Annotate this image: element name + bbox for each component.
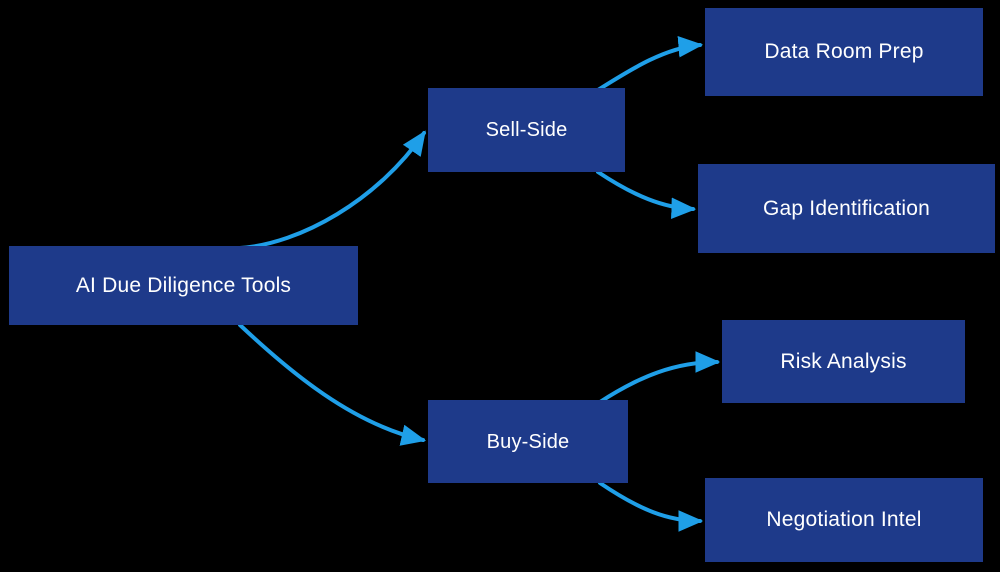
node-label: Gap Identification bbox=[762, 196, 931, 220]
node-negotiation-intel[interactable]: Negotiation Intel bbox=[705, 478, 983, 562]
node-label: Sell-Side bbox=[485, 119, 568, 141]
node-label: Buy-Side bbox=[486, 430, 570, 453]
node-ai-due-diligence-tools[interactable]: AI Due Diligence Tools bbox=[9, 246, 358, 325]
node-risk-analysis[interactable]: Risk Analysis bbox=[722, 320, 965, 403]
edge-sell-side-to-gap-identification bbox=[596, 170, 697, 220]
node-label: Data Room Prep bbox=[764, 40, 924, 64]
node-label: Negotiation Intel bbox=[766, 508, 922, 532]
edge-buy-side-to-negotiation-intel bbox=[598, 481, 704, 532]
edge-root-to-buy-side bbox=[238, 323, 427, 446]
node-label: Risk Analysis bbox=[780, 349, 907, 373]
node-label: AI Due Diligence Tools bbox=[75, 273, 292, 297]
node-data-room-prep[interactable]: Data Room Prep bbox=[705, 8, 983, 96]
edge-buy-side-to-risk-analysis bbox=[598, 351, 721, 404]
edge-root-to-sell-side bbox=[238, 130, 426, 250]
node-gap-identification[interactable]: Gap Identification bbox=[698, 164, 995, 253]
node-sell-side[interactable]: Sell-Side bbox=[428, 88, 625, 172]
node-buy-side[interactable]: Buy-Side bbox=[428, 400, 628, 483]
edge-sell-side-to-data-room-prep bbox=[596, 36, 704, 92]
